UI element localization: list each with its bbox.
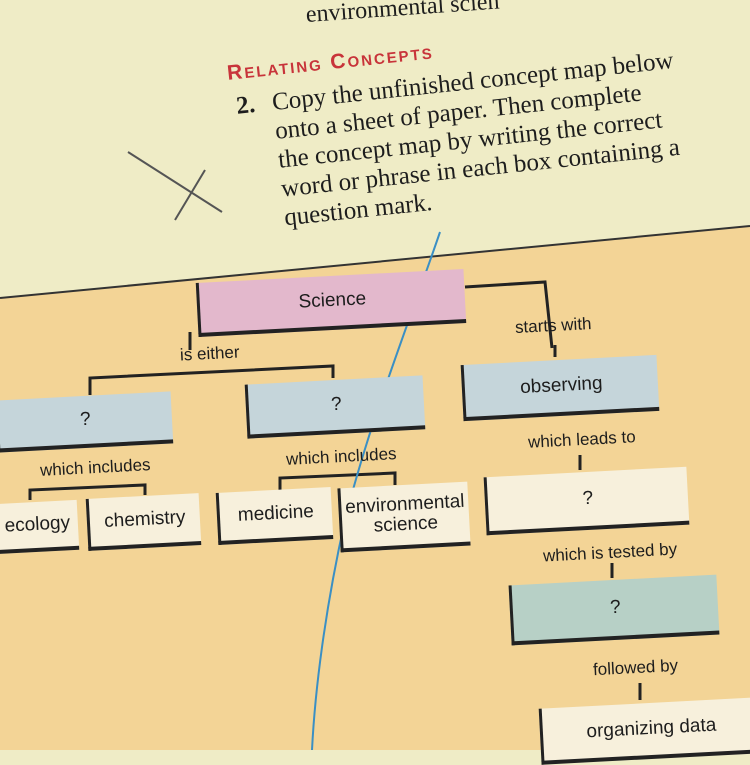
box-ecology: ecology — [0, 499, 80, 555]
box-environmental-science: environmental science — [337, 481, 471, 553]
pen-x-mark — [127, 151, 223, 221]
box-tested-by: ? — [508, 574, 720, 646]
box-organizing-data: organizing data — [538, 697, 750, 765]
box-observing: observing — [460, 354, 660, 422]
box-branch-middle: ? — [244, 375, 426, 439]
box-branch-left: ? — [0, 391, 174, 453]
link-is-either: is either — [179, 342, 240, 365]
link-starts-with: starts with — [514, 314, 592, 337]
box-chemistry: chemistry — [85, 493, 202, 551]
box-medicine: medicine — [215, 487, 334, 545]
box-leads-to: ? — [483, 466, 690, 536]
